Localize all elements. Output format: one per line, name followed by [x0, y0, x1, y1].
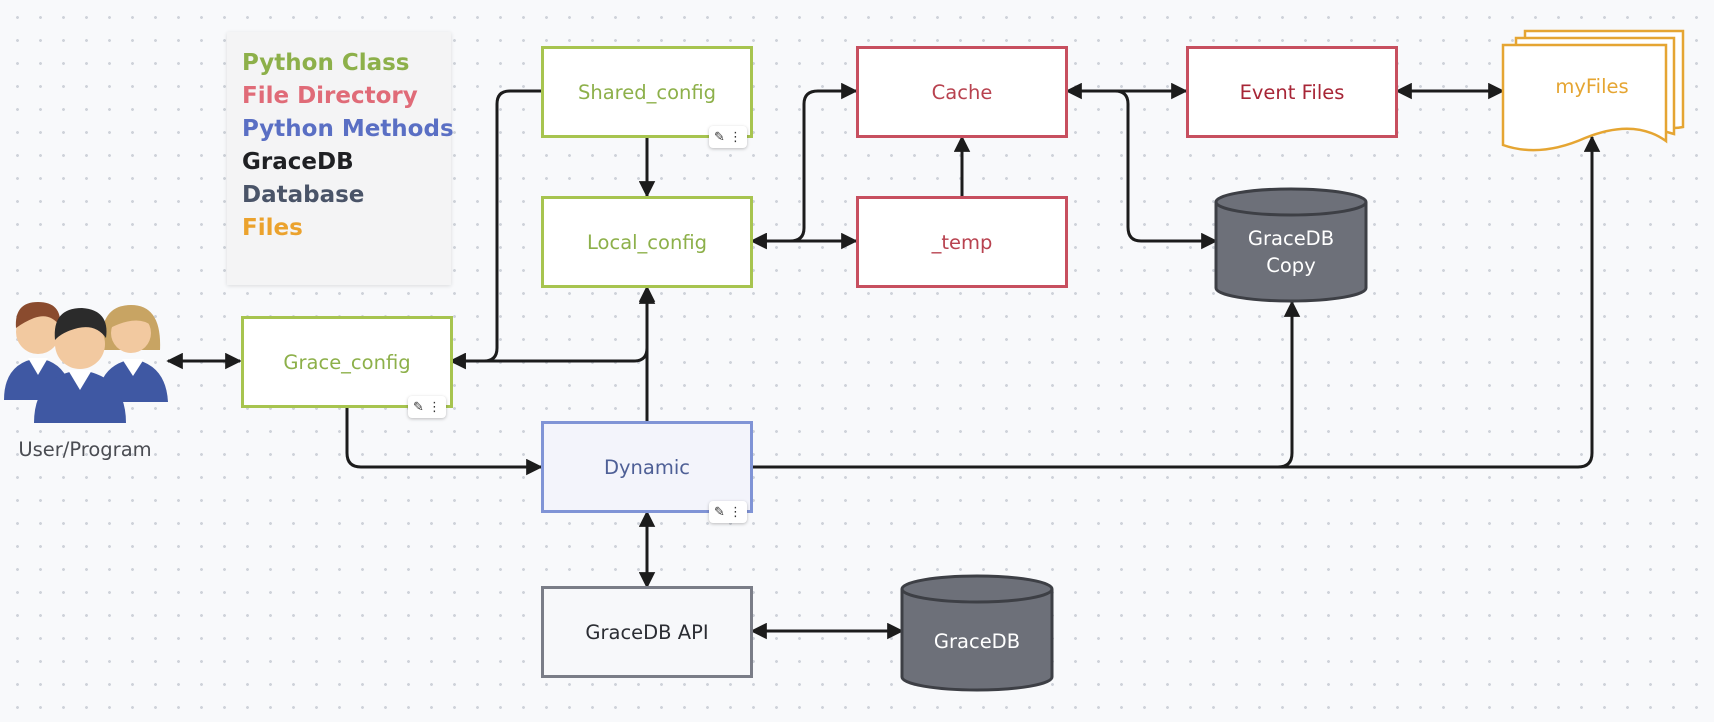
myfiles-label: myFiles [1555, 75, 1628, 98]
legend-item-database: Database [242, 182, 365, 208]
edge-local-grace-config [449, 287, 656, 370]
temp-node[interactable]: _temp [856, 196, 1068, 288]
gracedb-copy-label-line1: GraceDB [1248, 227, 1334, 250]
grace-config-label: Grace_config [283, 350, 411, 374]
user-program-label: User/Program [18, 438, 152, 461]
local-config-label: Local_config [587, 230, 707, 254]
legend-item-file-directory: File Directory [242, 83, 418, 109]
legend-panel: Python Class File Directory Python Metho… [227, 32, 454, 285]
gracedb-copy-label-line2: Copy [1266, 254, 1315, 277]
edge-grace-config-dynamic [345, 406, 543, 476]
edge-shared-grace-config [449, 89, 541, 370]
myfiles-node[interactable]: myFiles [1501, 29, 1685, 152]
gracedb-api-node[interactable]: GraceDB API [541, 586, 753, 678]
legend-item-files: Files [242, 215, 303, 241]
dynamic-label: Dynamic [604, 455, 690, 479]
gracedb-copy-node[interactable]: GraceDB Copy [1214, 187, 1368, 303]
edge-local-cache [750, 82, 858, 250]
edit-icon[interactable]: ✎ [714, 129, 725, 145]
edge-cache-gracedb-copy [1067, 89, 1218, 250]
gracedb-label: GraceDB [934, 630, 1020, 653]
edge-dynamic-gracedb-copy [752, 300, 1301, 469]
dynamic-node[interactable]: Dynamic [541, 421, 753, 513]
edge-dynamic-myfiles [752, 135, 1601, 469]
event-files-label: Event Files [1239, 80, 1345, 104]
more-vertical-icon[interactable]: ⋮ [728, 504, 742, 520]
grace-config-edit-toolbar[interactable]: ✎ ⋮ [408, 396, 446, 418]
cache-label: Cache [931, 80, 993, 104]
legend-item-gracedb: GraceDB [242, 149, 354, 175]
gracedb-api-label: GraceDB API [585, 620, 709, 644]
grace-config-node[interactable]: Grace_config [241, 316, 453, 408]
shared-config-edit-toolbar[interactable]: ✎ ⋮ [709, 126, 747, 148]
shared-config-node[interactable]: Shared_config [541, 46, 753, 138]
edit-icon[interactable]: ✎ [413, 399, 424, 415]
edit-icon[interactable]: ✎ [714, 504, 725, 520]
users-group-icon[interactable] [4, 302, 168, 423]
more-vertical-icon[interactable]: ⋮ [427, 399, 441, 415]
gracedb-node[interactable]: GraceDB [900, 574, 1054, 692]
event-files-node[interactable]: Event Files [1186, 46, 1398, 138]
temp-label: _temp [931, 230, 993, 254]
shared-config-label: Shared_config [577, 80, 717, 104]
legend-item-python-class: Python Class [242, 50, 410, 76]
cache-node[interactable]: Cache [856, 46, 1068, 138]
dynamic-edit-toolbar[interactable]: ✎ ⋮ [709, 501, 747, 523]
legend-item-python-methods: Python Methods [242, 116, 454, 142]
more-vertical-icon[interactable]: ⋮ [728, 129, 742, 145]
local-config-node[interactable]: Local_config [541, 196, 753, 288]
